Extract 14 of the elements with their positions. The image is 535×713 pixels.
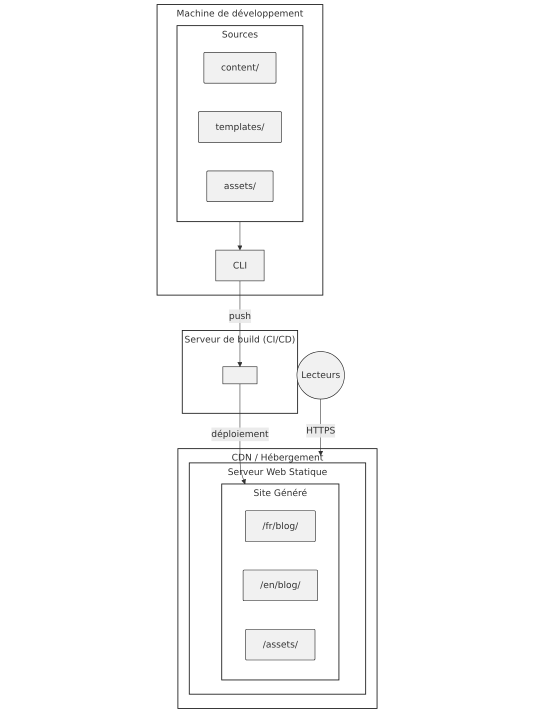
node-box: CLI	[216, 250, 265, 282]
node-circle: Lecteurs	[297, 351, 346, 400]
arrow	[238, 221, 243, 250]
edge-label: déploiement	[212, 428, 270, 440]
node-box: /fr/blog/	[245, 510, 316, 542]
node-box: /assets/	[246, 628, 316, 660]
arrow	[238, 280, 243, 367]
node-box	[223, 366, 258, 384]
node-box: templates/	[198, 111, 282, 143]
node-box: assets/	[206, 170, 274, 202]
edge-label: push	[229, 310, 252, 322]
edge-label: HTTPS	[306, 425, 336, 436]
node-box: content/	[204, 52, 277, 84]
node-box: /en/blog/	[243, 570, 318, 602]
